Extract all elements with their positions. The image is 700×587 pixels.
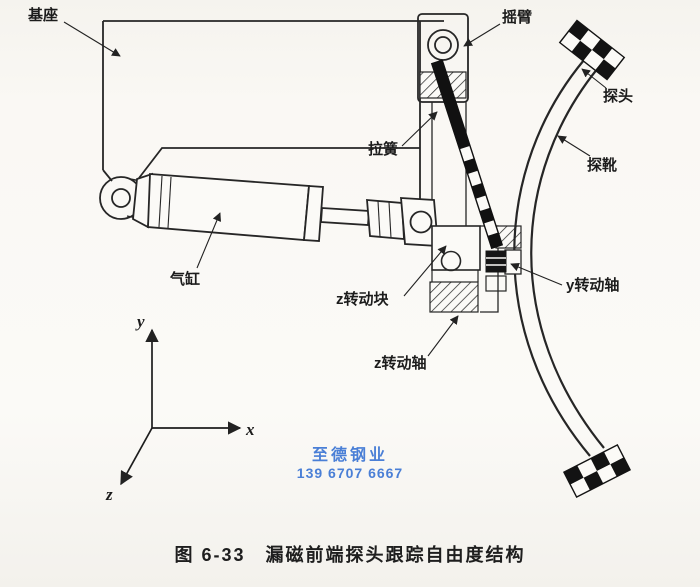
watermark: 至德钢业 139 6707 6667 [275, 441, 425, 481]
y-rotation-axis-drawing [485, 249, 522, 292]
label-z-rotation-block: z转动块 [336, 291, 389, 308]
leader-lines [63, 21, 607, 357]
axis-y-label: y [137, 312, 145, 331]
tension-spring-drawing [430, 59, 504, 250]
watermark-phone: 139 6707 6667 [296, 465, 404, 481]
probe-bottom-drawing [562, 443, 632, 499]
label-base: 基座 [28, 7, 59, 24]
watermark-name: 至德钢业 [311, 447, 388, 464]
label-y-rotation-axis: y转动轴 [566, 277, 620, 294]
coordinate-axes-drawing [120, 328, 242, 486]
label-tension-spring: 拉簧 [368, 141, 399, 158]
label-rocker-arm: 摇臂 [502, 9, 533, 26]
cylinder-drawing [99, 172, 439, 247]
axis-x-label: x [246, 420, 255, 439]
probe-top-drawing [558, 19, 626, 81]
figure-caption: 图 6-33 漏磁前端探头跟踪自由度结构 [174, 545, 526, 565]
z-rotation-block-drawing [429, 225, 522, 313]
axis-z-label: z [106, 485, 113, 504]
label-probe-shoe: 探靴 [587, 157, 618, 174]
label-cylinder: 气缸 [170, 271, 201, 288]
label-probe: 探头 [603, 88, 634, 105]
probe-shoe-drawing [513, 59, 605, 457]
label-z-rotation-axis: z转动轴 [374, 355, 427, 372]
